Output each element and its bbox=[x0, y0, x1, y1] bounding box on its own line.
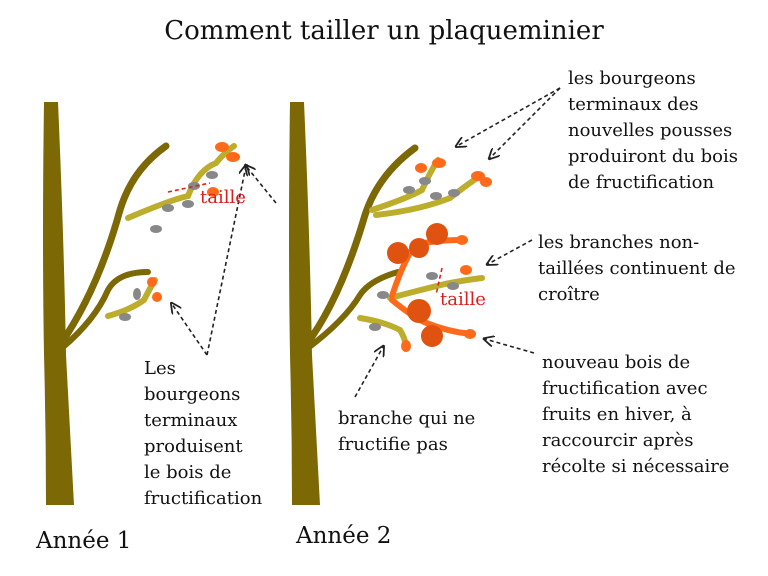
lower-branch-year-2 bbox=[305, 269, 401, 351]
trunk-year-1 bbox=[43, 102, 74, 505]
terminal-bud bbox=[215, 142, 229, 152]
terminal-bud bbox=[456, 235, 468, 245]
terminal-bud bbox=[401, 340, 411, 352]
uncut-branches-note: les branches non- taillées continuent de… bbox=[538, 232, 736, 305]
arrow bbox=[488, 239, 533, 264]
arrow bbox=[354, 347, 383, 398]
dormant-bud bbox=[447, 282, 459, 290]
terminal-bud bbox=[226, 152, 240, 162]
dormant-bud bbox=[119, 313, 131, 321]
arrow bbox=[485, 339, 535, 354]
tree-year-1 bbox=[43, 102, 240, 505]
dormant-bud bbox=[419, 177, 431, 185]
fruiting-wood bbox=[389, 297, 475, 337]
non-fruiting-branch-note: branche qui ne fructifie pas bbox=[338, 408, 476, 455]
dormant-bud bbox=[182, 200, 194, 208]
arrow bbox=[490, 87, 561, 158]
dormant-bud bbox=[426, 272, 438, 280]
annotation-arrows bbox=[172, 87, 561, 398]
lower-branch-year-1 bbox=[59, 269, 151, 351]
cut-label-year-2: taille bbox=[440, 289, 486, 310]
dormant-bud bbox=[162, 204, 174, 212]
dormant-bud bbox=[206, 171, 218, 179]
arrow bbox=[457, 87, 561, 146]
top-shoot-year-2 bbox=[373, 173, 483, 218]
diagram-title: Comment tailler un plaqueminier bbox=[164, 16, 604, 46]
arrow bbox=[172, 304, 208, 356]
dormant-bud bbox=[133, 288, 141, 300]
new-fruiting-wood-note: nouveau bois de fructification avec frui… bbox=[542, 352, 730, 477]
year-1-label: Année 1 bbox=[36, 528, 132, 554]
upper-branch-year-2 bbox=[302, 144, 419, 349]
terminal-bud bbox=[432, 158, 446, 168]
terminal-bud bbox=[207, 187, 219, 197]
tree-year-2 bbox=[289, 102, 492, 505]
new-shoots-buds-note: les bourgeons terminaux des nouvelles po… bbox=[568, 68, 739, 193]
middle-shoot-year-2 bbox=[387, 275, 485, 301]
trunk-year-2 bbox=[289, 102, 320, 505]
cut-mark-year-2 bbox=[435, 267, 443, 296]
dormant-bud bbox=[150, 225, 162, 233]
terminal-bud bbox=[464, 329, 476, 339]
terminal-bud bbox=[480, 177, 492, 187]
year-2-label: Année 2 bbox=[296, 523, 392, 549]
dormant-bud bbox=[448, 189, 460, 197]
terminal-bud bbox=[471, 171, 485, 181]
terminal-bud bbox=[152, 292, 162, 302]
terminal-buds-year-1-note: Les bourgeons terminaux produisent le bo… bbox=[144, 358, 263, 509]
cut-label-year-1: taille bbox=[200, 187, 246, 208]
fruit bbox=[407, 299, 431, 323]
terminal-bud bbox=[147, 277, 157, 287]
upper-branch-year-1 bbox=[56, 142, 170, 349]
terminal-bud bbox=[415, 163, 427, 173]
dormant-bud bbox=[377, 291, 389, 299]
fruit bbox=[409, 238, 429, 258]
cut-mark-year-1 bbox=[167, 182, 211, 193]
dormant-bud bbox=[403, 186, 415, 194]
terminal-bud bbox=[460, 265, 472, 275]
fruit bbox=[426, 223, 448, 245]
dormant-bud bbox=[188, 182, 200, 190]
upper-shoot-year-1 bbox=[125, 143, 237, 221]
dormant-bud bbox=[430, 192, 442, 200]
lower-shoot-year-2 bbox=[357, 315, 409, 349]
arrow bbox=[246, 166, 277, 204]
top-shoot-year-2 bbox=[369, 157, 441, 213]
fruit bbox=[387, 242, 409, 264]
fruit bbox=[421, 325, 443, 347]
dormant-bud bbox=[369, 323, 381, 331]
